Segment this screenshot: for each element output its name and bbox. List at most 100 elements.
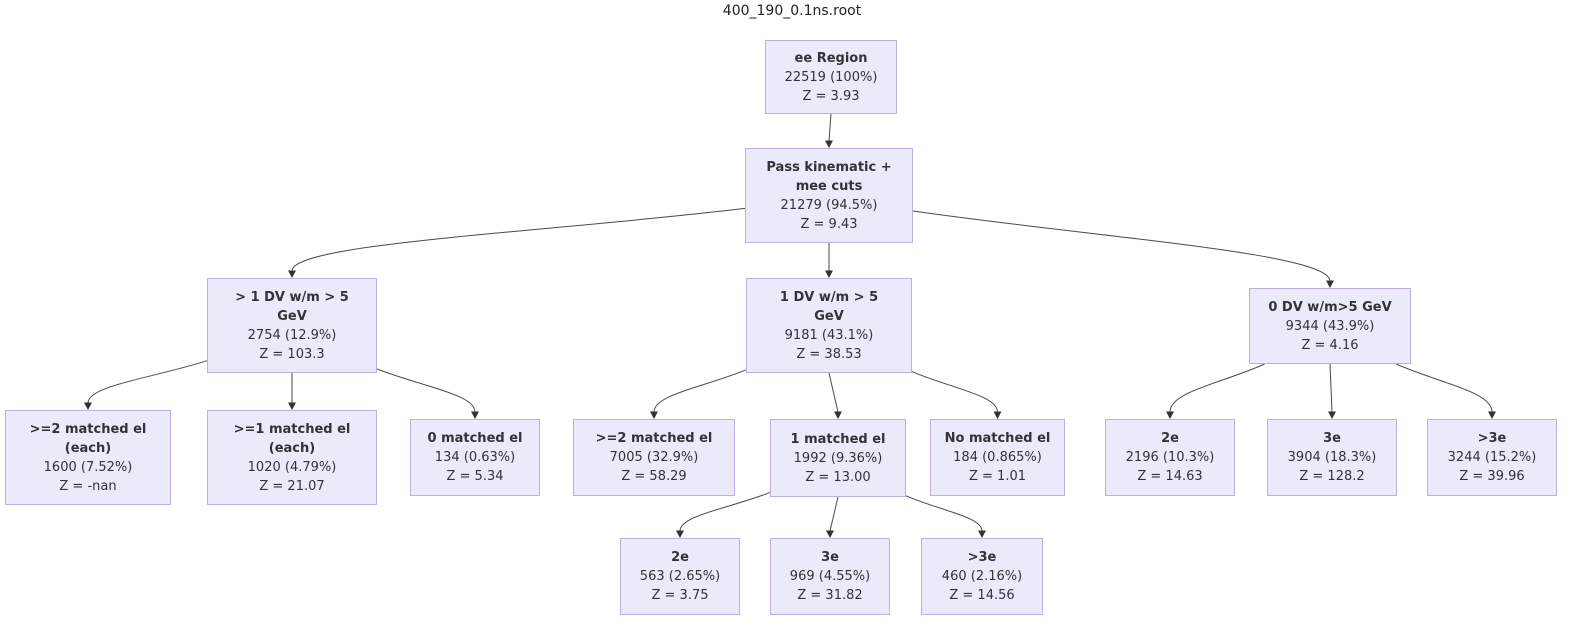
node-z-score: Z = 1.01 <box>968 469 1026 484</box>
node-title: 2e <box>1161 431 1179 446</box>
arrowhead-icon <box>288 270 296 278</box>
node-title: > 1 DV w/m > 5 <box>235 289 349 305</box>
node-title-line2: GeV <box>814 308 844 324</box>
node-ee-region: ee Region 22519 (100%) Z = 3.93 <box>765 40 897 114</box>
arrowhead-icon <box>826 530 834 538</box>
edge-kinematic-to-gt1dv <box>291 207 746 272</box>
node-title: >3e <box>967 550 997 565</box>
node-z-score: Z = 14.56 <box>949 588 1015 603</box>
node-count: 2754 (12.9%) <box>247 327 337 343</box>
edge-root-to-kinematic <box>828 113 832 142</box>
node-z-score: Z = 3.93 <box>802 88 860 104</box>
node-count: 9344 (43.9%) <box>1285 318 1375 334</box>
node-gt1-dv: > 1 DV w/m > 5 GeV 2754 (12.9%) Z = 103.… <box>207 278 377 373</box>
node-title: Pass kinematic + <box>766 159 892 175</box>
edge-onedv-to-ge2matched <box>653 369 747 413</box>
node-title: 3e <box>1323 431 1341 446</box>
node-title-line2: GeV <box>277 308 307 324</box>
arrowhead-icon <box>993 411 1002 419</box>
arrowhead-icon <box>1166 411 1174 419</box>
edge-zerodv-to-dv0_3e <box>1329 363 1333 413</box>
arrowhead-icon <box>825 140 833 148</box>
edge-onematched-to-m1_2e <box>679 491 771 532</box>
node-1matched-2e: 2e 563 (2.65%) Z = 3.75 <box>620 538 740 615</box>
node-title-line2: mee cuts <box>795 178 863 194</box>
arrowhead-icon <box>834 411 842 419</box>
arrowhead-icon <box>650 411 658 419</box>
node-title: >=2 matched el <box>595 431 713 446</box>
edge-zerodv-to-dv0_gt3e <box>1395 363 1493 413</box>
node-z-score: Z = 38.53 <box>796 346 862 362</box>
node-count: 1992 (9.36%) <box>793 450 883 466</box>
node-title: 3e <box>821 550 839 565</box>
node-count: 134 (0.63%) <box>434 450 516 465</box>
arrowhead-icon <box>825 270 833 278</box>
arrowhead-icon <box>1326 280 1334 288</box>
node-count: 563 (2.65%) <box>639 569 721 584</box>
node-count: 1600 (7.52%) <box>43 459 133 475</box>
node-zero-matched: 0 matched el 134 (0.63%) Z = 5.34 <box>410 419 540 496</box>
node-ge2-matched: >=2 matched el 7005 (32.9%) Z = 58.29 <box>573 419 735 496</box>
arrowhead-icon <box>676 530 684 538</box>
node-one-dv: 1 DV w/m > 5 GeV 9181 (43.1%) Z = 38.53 <box>746 278 912 373</box>
arrowhead-icon <box>1488 411 1496 419</box>
node-count: 9181 (43.1%) <box>784 327 874 343</box>
node-z-score: Z = 4.16 <box>1301 337 1359 353</box>
node-count: 1020 (4.79%) <box>247 459 337 475</box>
edge-zerodv-to-dv0_2e <box>1169 363 1265 413</box>
node-z-score: Z = 13.00 <box>805 469 871 485</box>
node-title: 1 DV w/m > 5 <box>779 289 879 305</box>
node-count: 7005 (32.9%) <box>609 450 699 465</box>
diagram-title: 400_190_0.1ns.root <box>722 3 862 19</box>
edge-onedv-to-onematched <box>828 372 839 413</box>
node-count: 460 (2.16%) <box>941 569 1023 584</box>
node-z-score: Z = 128.2 <box>1299 469 1365 484</box>
node-z-score: Z = 3.75 <box>651 588 709 603</box>
arrowhead-icon <box>1328 411 1336 419</box>
node-z-score: Z = 58.29 <box>621 469 687 484</box>
node-z-score: Z = 39.96 <box>1459 469 1525 484</box>
node-count: 22519 (100%) <box>784 69 878 85</box>
node-title: >3e <box>1477 431 1507 446</box>
node-z-score: Z = 5.34 <box>446 469 504 484</box>
edge-onematched-to-m1_3e <box>829 496 839 532</box>
arrowhead-icon <box>288 402 296 410</box>
node-no-matched: No matched el 184 (0.865%) Z = 1.01 <box>930 419 1065 496</box>
node-one-matched: 1 matched el 1992 (9.36%) Z = 13.00 <box>770 419 906 497</box>
node-z-score: Z = 103.3 <box>259 346 325 362</box>
node-title: ee Region <box>794 50 868 66</box>
edge-gt1dv-to-ge2each <box>87 360 208 404</box>
node-z-score: Z = -nan <box>59 478 117 494</box>
node-title: 1 matched el <box>790 431 886 447</box>
node-ge2-matched-each: >=2 matched el (each) 1600 (7.52%) Z = -… <box>5 410 171 505</box>
node-1matched-3e: 3e 969 (4.55%) Z = 31.82 <box>770 538 890 615</box>
node-1matched-gt3e: >3e 460 (2.16%) Z = 14.56 <box>921 538 1043 615</box>
edge-kinematic-to-zerodv <box>912 210 1331 282</box>
node-z-score: Z = 21.07 <box>259 478 325 494</box>
arrowhead-icon <box>471 411 479 419</box>
node-ge1-matched-each: >=1 matched el (each) 1020 (4.79%) Z = 2… <box>207 410 377 505</box>
node-title-line2: (each) <box>268 440 316 456</box>
node-title: No matched el <box>944 431 1051 446</box>
node-0dv-3e: 3e 3904 (18.3%) Z = 128.2 <box>1267 419 1397 496</box>
node-title: 0 matched el <box>427 431 523 446</box>
node-title: >=1 matched el <box>233 421 351 437</box>
arrowhead-icon <box>978 530 986 538</box>
node-title: 0 DV w/m>5 GeV <box>1268 299 1392 315</box>
node-title-line2: (each) <box>64 440 112 456</box>
arrowhead-icon <box>84 402 92 410</box>
edge-onedv-to-nomatched <box>911 371 998 413</box>
node-count: 3244 (15.2%) <box>1447 450 1537 465</box>
node-count: 3904 (18.3%) <box>1287 450 1377 465</box>
node-count: 2196 (10.3%) <box>1125 450 1215 465</box>
node-count: 184 (0.865%) <box>953 450 1042 465</box>
node-pass-kinematic: Pass kinematic + mee cuts 21279 (94.5%) … <box>745 148 913 243</box>
node-z-score: Z = 9.43 <box>800 216 858 232</box>
node-0dv-2e: 2e 2196 (10.3%) Z = 14.63 <box>1105 419 1235 496</box>
node-z-score: Z = 31.82 <box>797 588 863 603</box>
node-title: 2e <box>671 550 689 565</box>
node-count: 969 (4.55%) <box>789 569 871 584</box>
edge-gt1dv-to-zeromatched <box>376 368 476 413</box>
